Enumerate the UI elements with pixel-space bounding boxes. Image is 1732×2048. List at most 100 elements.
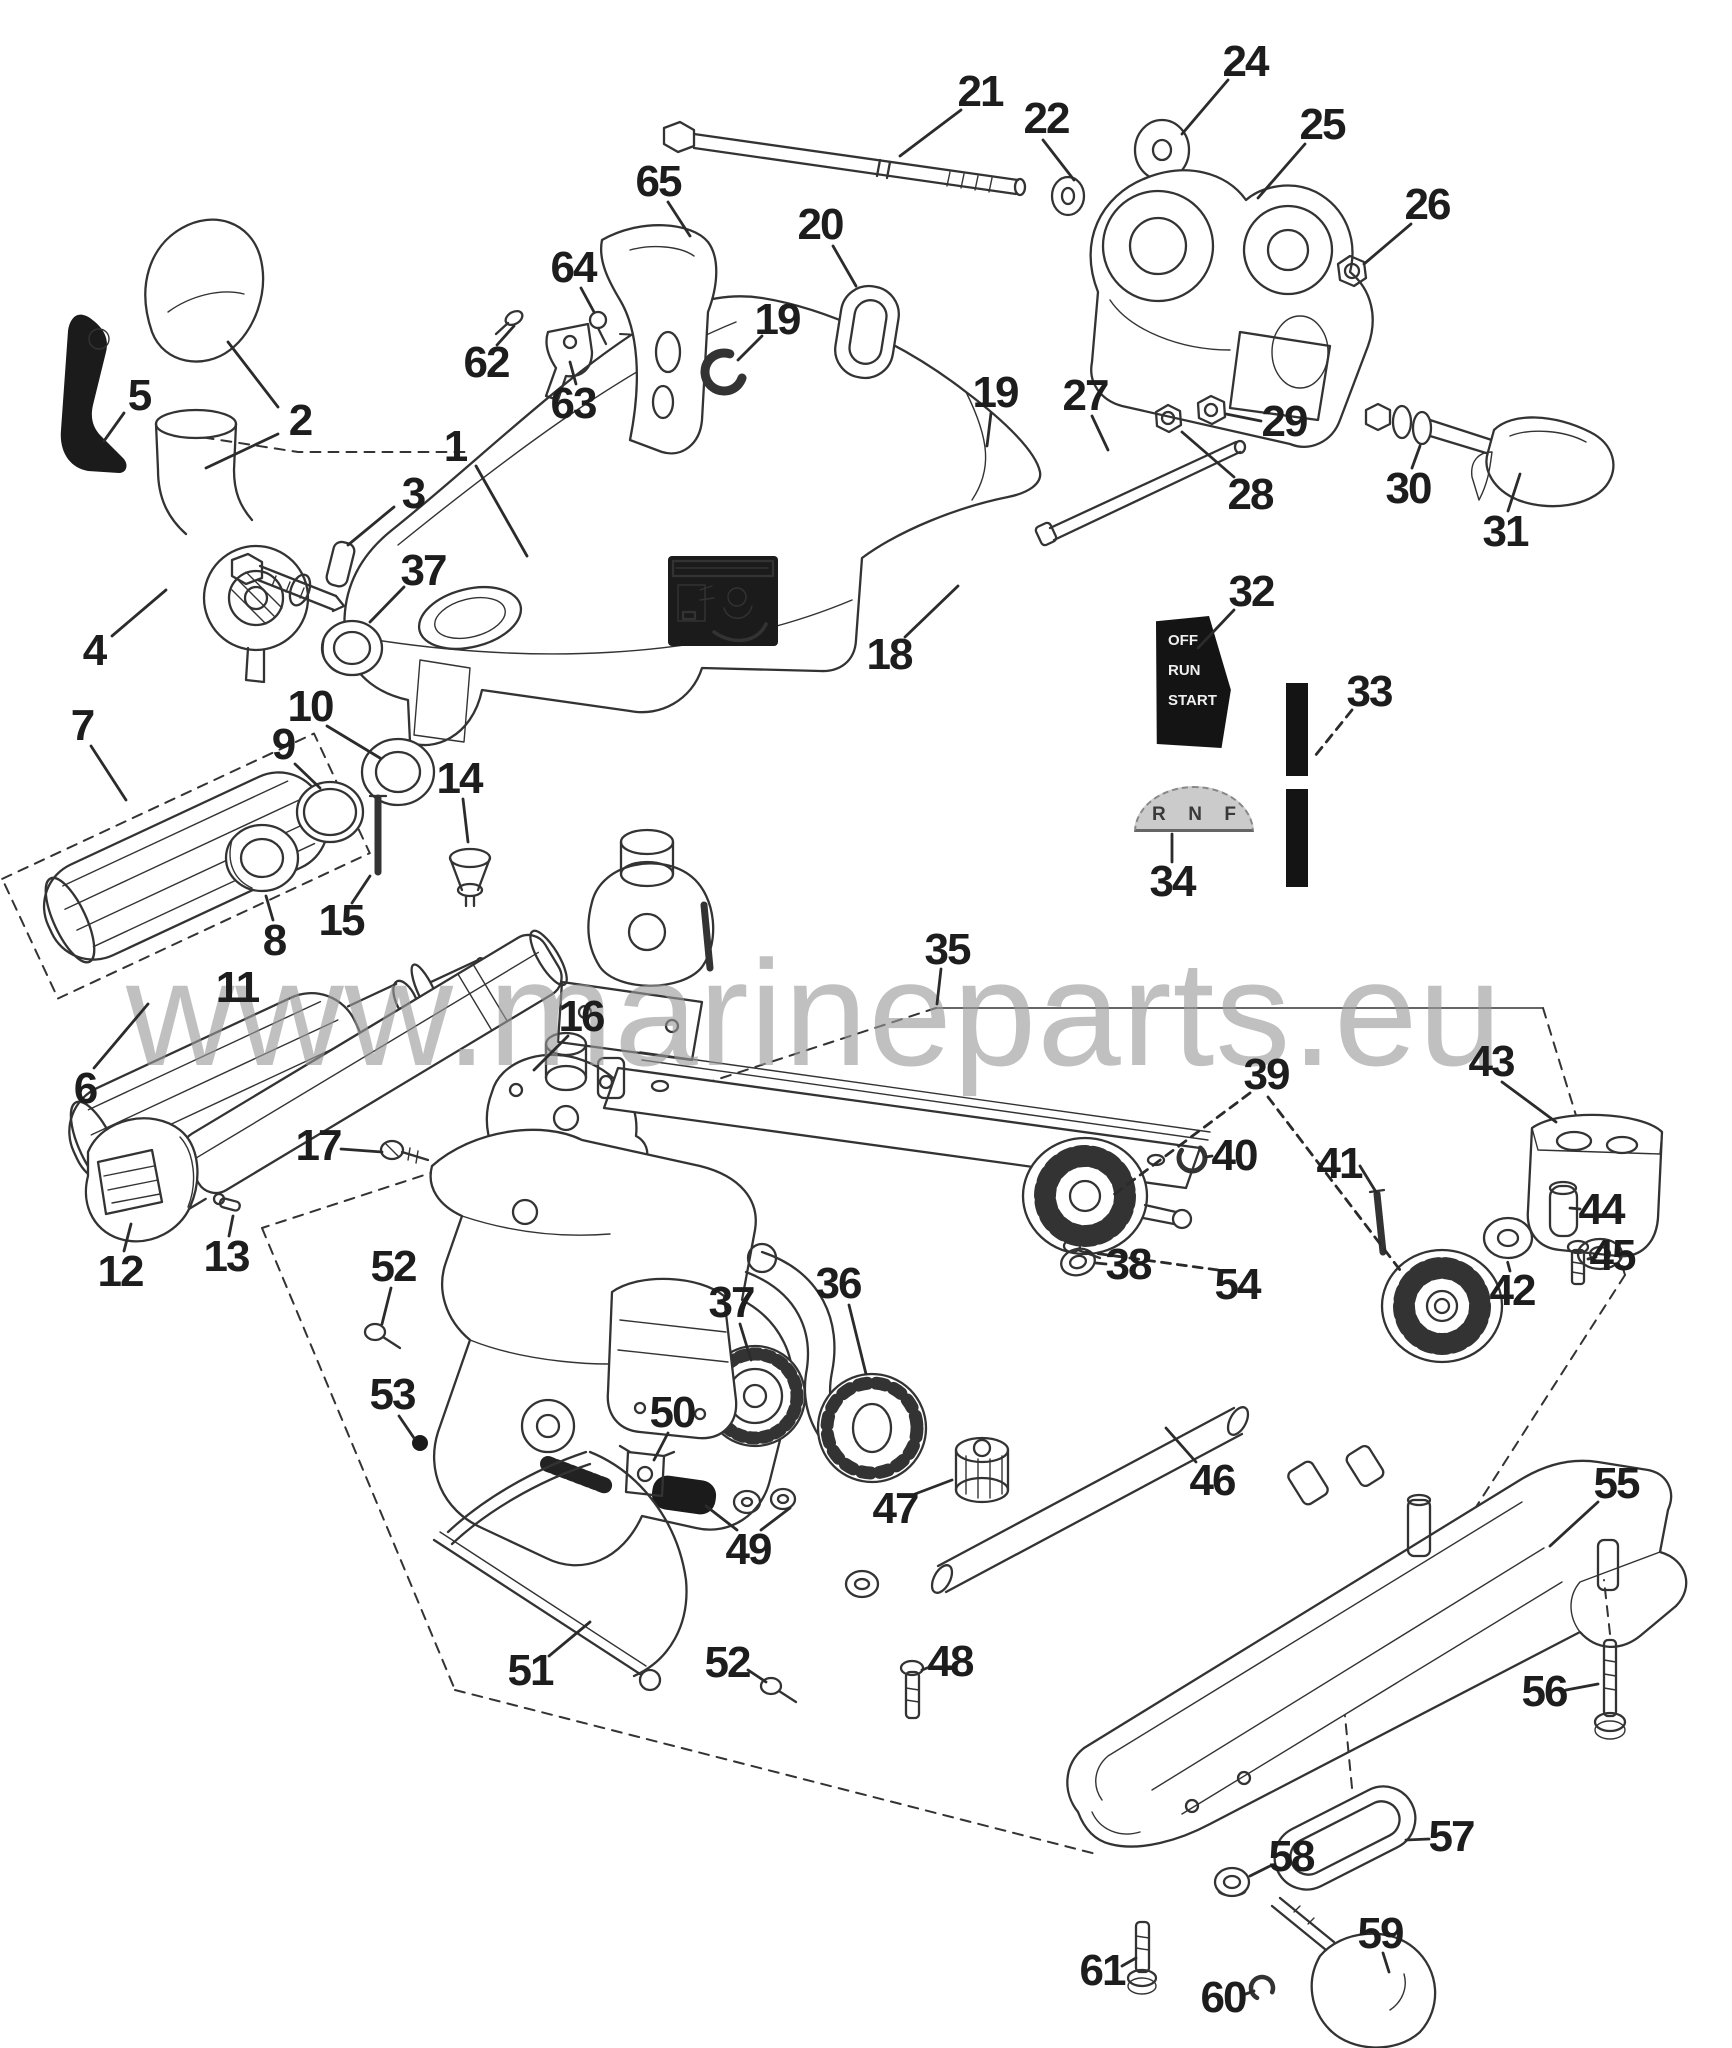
leader-line-2 <box>226 340 280 409</box>
throttle-grip-7 <box>1 732 371 1000</box>
part-label-36: 36 <box>815 1259 863 1308</box>
leader-line-63 <box>568 360 578 386</box>
part-label-14: 14 <box>436 754 484 803</box>
part-label-31: 31 <box>1482 507 1530 556</box>
leader-line-27 <box>1090 414 1110 452</box>
leader-line-32 <box>1196 608 1236 650</box>
switch-housing <box>606 1277 738 1440</box>
leader-line-21 <box>898 108 963 158</box>
part-label-32: 32 <box>1228 567 1276 616</box>
trim-decal-band <box>1286 776 1308 789</box>
leader-line-60 <box>1241 1989 1256 1997</box>
leader-line-16 <box>532 1034 570 1072</box>
leader-line-19 <box>736 334 764 362</box>
part-label-51: 51 <box>507 1646 555 1695</box>
part-label-28: 28 <box>1227 470 1275 519</box>
leader-line-49 <box>704 1504 739 1532</box>
watermark-text: www.marineparts.eu <box>126 929 1503 1097</box>
leader-line-37 <box>738 1322 753 1362</box>
ignition-decal-line: OFF <box>1168 632 1198 649</box>
leader-line-38 <box>1094 1261 1108 1266</box>
part-label-44: 44 <box>1578 1185 1626 1234</box>
leader-line-59 <box>1381 1951 1391 1974</box>
part-label-45: 45 <box>1589 1231 1637 1280</box>
pinion-47 <box>844 1436 1010 1599</box>
cap-14 <box>448 847 492 908</box>
leader-line-57 <box>1404 1837 1431 1842</box>
leader-line-3 <box>346 505 396 547</box>
pivot-bolt <box>230 552 346 613</box>
bearing-rings-8-9-10 <box>224 737 436 893</box>
grommet-20 <box>834 284 900 380</box>
detent-pin <box>325 540 356 588</box>
leader-line-25 <box>1256 142 1307 200</box>
part-label-42: 42 <box>1489 1266 1537 1315</box>
leader-line-35 <box>935 967 943 1006</box>
leader-line-29 <box>1224 412 1263 423</box>
leader-line-8 <box>264 894 275 922</box>
leader-line-20 <box>831 244 858 288</box>
part-label-19: 19 <box>972 368 1020 417</box>
bolt-61 <box>1126 1920 1158 1995</box>
part-label-6: 6 <box>73 1064 99 1113</box>
part-label-37: 37 <box>400 546 448 595</box>
part-label-35: 35 <box>924 925 972 974</box>
leader-line-1 <box>474 464 529 558</box>
leader-line-12 <box>122 1222 133 1253</box>
leader-line-13 <box>227 1214 235 1238</box>
bolt-45 <box>1566 1239 1590 1286</box>
part-label-50: 50 <box>649 1388 697 1437</box>
leader-line-26 <box>1362 222 1413 266</box>
part-label-34: 34 <box>1149 857 1197 906</box>
leader-line-39 <box>1266 1095 1402 1272</box>
lanyard-clip <box>60 314 127 473</box>
part-label-52: 52 <box>370 1242 418 1291</box>
part-label-9: 9 <box>271 720 297 769</box>
leader-line-45 <box>1586 1255 1598 1261</box>
nut-58 <box>1213 1866 1251 1898</box>
leader-line-17 <box>339 1147 384 1154</box>
part-label-2: 2 <box>288 396 314 445</box>
leader-line-56 <box>1564 1682 1600 1692</box>
leader-line-9 <box>293 762 322 790</box>
part-label-58: 58 <box>1268 1832 1316 1881</box>
tiller-handle-housing <box>343 295 1042 747</box>
bevel-gear-lower <box>1380 1248 1504 1364</box>
leader-line-14 <box>461 797 470 844</box>
front-cap-12 <box>84 1117 199 1243</box>
part-label-29: 29 <box>1261 397 1309 446</box>
shift-letter-f: F <box>1224 804 1236 825</box>
leader-line-28 <box>1180 430 1236 479</box>
part-label-15: 15 <box>318 896 366 945</box>
part-label-38: 38 <box>1105 1240 1153 1289</box>
friction-shaft-30 <box>1364 402 1510 458</box>
leader-line-2 <box>204 432 280 470</box>
leader-line-31 <box>1506 472 1522 513</box>
part-label-12: 12 <box>97 1247 145 1296</box>
part-label-18: 18 <box>866 630 914 679</box>
part-label-48: 48 <box>927 1637 975 1686</box>
leader-line-43 <box>1500 1080 1558 1124</box>
leader-line-47 <box>913 1478 954 1496</box>
part-label-61: 61 <box>1079 1946 1127 1995</box>
part-label-5: 5 <box>127 371 153 420</box>
friction-lever-31 <box>1471 416 1615 508</box>
leader-line-42 <box>1504 1254 1512 1273</box>
part-label-55: 55 <box>1593 1459 1641 1508</box>
leader-line-22 <box>1041 138 1076 182</box>
e-clip-40 <box>1176 1142 1208 1174</box>
bezel-57 <box>1273 1715 1417 1891</box>
part-label-26: 26 <box>1404 180 1452 229</box>
leader-line-50 <box>652 1431 670 1462</box>
part-label-16: 16 <box>558 992 606 1041</box>
part-label-37: 37 <box>708 1278 756 1327</box>
nuts-28-29 <box>1154 394 1227 434</box>
part-label-24: 24 <box>1222 37 1270 86</box>
washer-42 <box>1482 1216 1534 1260</box>
leader-line-52 <box>746 1668 768 1684</box>
part-label-43: 43 <box>1468 1037 1516 1086</box>
leader-line-6 <box>92 1002 150 1070</box>
part-label-27: 27 <box>1062 371 1110 420</box>
